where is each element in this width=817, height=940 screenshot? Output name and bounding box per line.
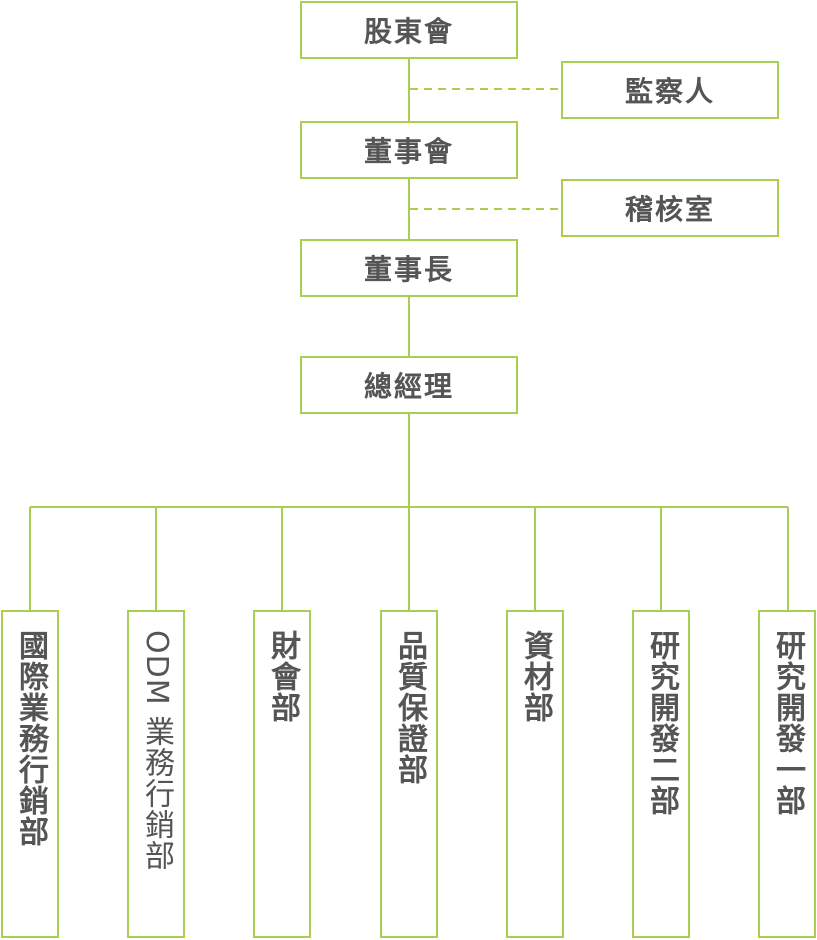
board-box: 董事會 <box>300 121 518 179</box>
supervisor-label: 監察人 <box>624 75 715 108</box>
dept-finance-label: 財會部 <box>265 630 300 723</box>
dept-intl-sales-label: 國際業務行銷部 <box>13 630 48 847</box>
audit-label: 稽核室 <box>624 193 715 226</box>
dept-qa-box: 品質保證部 <box>380 610 438 938</box>
dept-materials-box: 資材部 <box>506 610 564 938</box>
supervisor-box: 監察人 <box>561 61 779 119</box>
dept-rd2-label: 研究開發二部 <box>644 630 679 816</box>
dept-odm-sales-box: ODM 業務行銷部 <box>127 610 185 938</box>
shareholders-box: 股東會 <box>300 1 518 59</box>
dept-materials-label: 資材部 <box>518 630 553 723</box>
dept-finance-box: 財會部 <box>253 610 311 938</box>
chairman-label: 董事長 <box>363 253 454 286</box>
shareholders-label: 股東會 <box>363 15 454 48</box>
dept-intl-sales-box: 國際業務行銷部 <box>1 610 59 938</box>
general-manager-label: 總經理 <box>363 370 454 403</box>
audit-box: 稽核室 <box>561 179 779 237</box>
dept-qa-label: 品質保證部 <box>392 630 427 785</box>
dept-odm-sales-label: ODM 業務行銷部 <box>139 630 174 872</box>
dept-rd2-box: 研究開發二部 <box>632 610 690 938</box>
general-manager-box: 總經理 <box>300 356 518 414</box>
board-label: 董事會 <box>363 135 454 168</box>
dept-rd1-label: 研究開發一部 <box>770 630 805 816</box>
chairman-box: 董事長 <box>300 239 518 297</box>
dept-rd1-box: 研究開發一部 <box>758 610 816 938</box>
